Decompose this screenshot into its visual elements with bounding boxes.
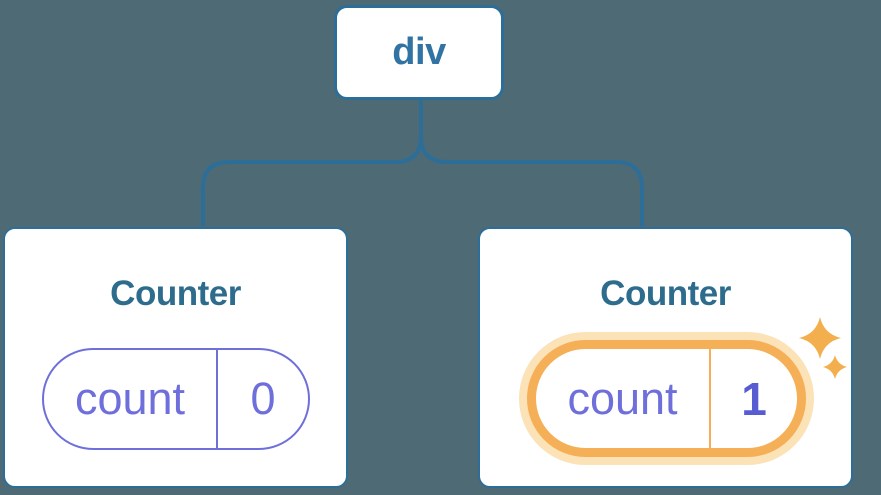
counter-card-left: Counter count 0 xyxy=(3,227,348,488)
state-pill-highlighted: count 1 xyxy=(527,340,806,457)
connector-right-branch xyxy=(419,99,644,226)
sparkle-icon xyxy=(799,317,847,379)
state-pill: count 0 xyxy=(42,348,310,450)
counter-card-right: Counter count 1 xyxy=(478,227,853,488)
state-value: 1 xyxy=(741,372,767,425)
card-title: Counter xyxy=(110,274,241,313)
state-key: count xyxy=(536,349,711,448)
state-pill-glow: count 1 xyxy=(519,332,814,465)
card-title: Counter xyxy=(600,274,731,313)
root-node-label: div xyxy=(392,31,446,73)
state-value: 0 xyxy=(250,373,276,424)
connector-left-branch xyxy=(201,99,423,226)
state-key: count xyxy=(44,350,218,448)
root-node-div: div xyxy=(334,5,504,100)
